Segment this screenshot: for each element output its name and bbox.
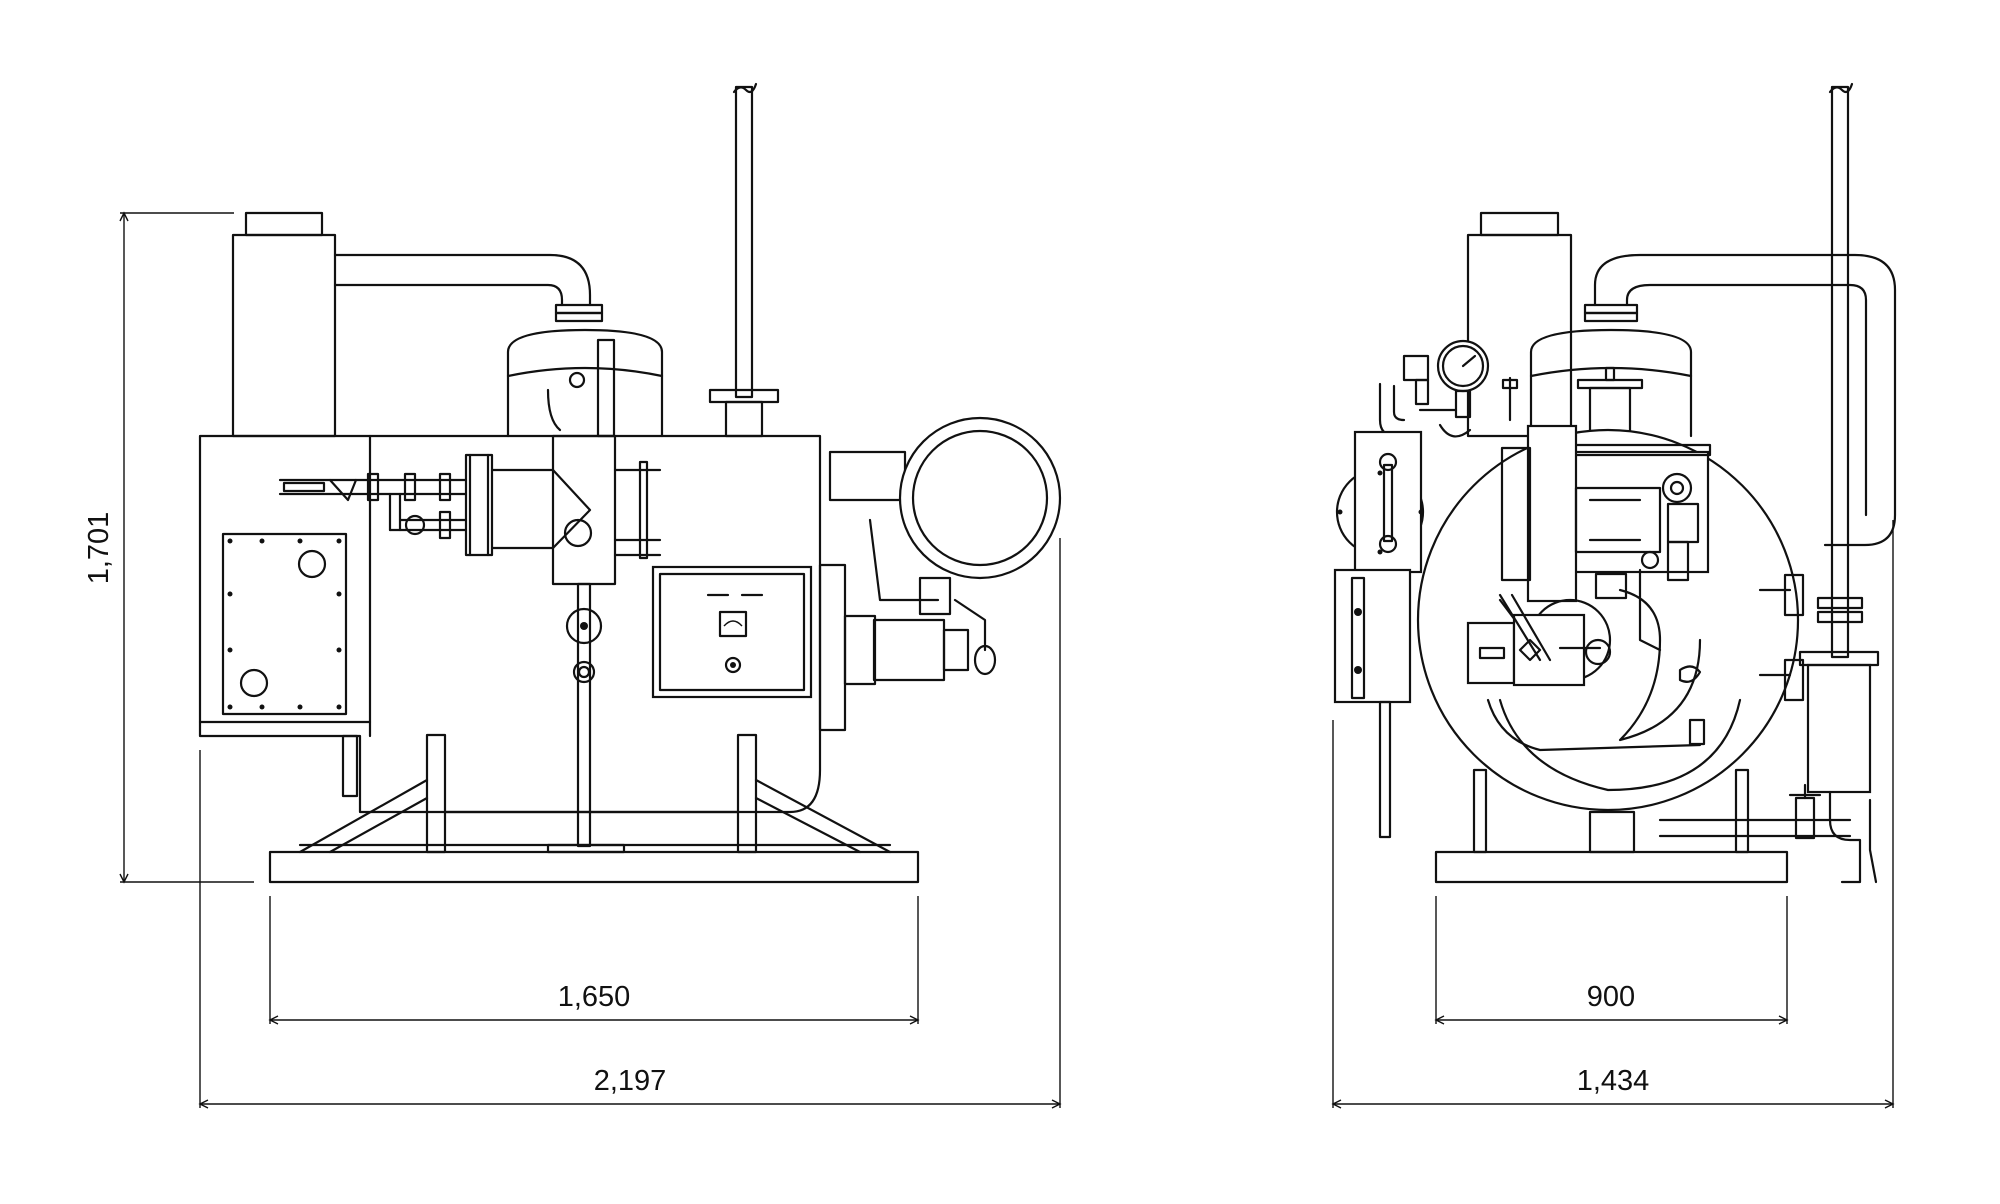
side-water-column <box>464 338 617 586</box>
side-boiler-shell <box>198 434 822 814</box>
side-support-frame <box>298 733 892 854</box>
front-chimney <box>1466 211 1573 438</box>
side-base-length-label: 1,650 <box>558 981 631 1013</box>
front-left-piping <box>1378 382 1422 438</box>
side-feedwater-piping <box>278 472 468 540</box>
side-sight-glass <box>613 460 662 560</box>
front-dimensions <box>1331 520 1895 1109</box>
side-inspection-panel <box>221 532 348 716</box>
side-burner <box>818 416 1062 732</box>
side-dome-vessel <box>506 328 664 438</box>
front-base-skid <box>1434 850 1789 884</box>
front-overall-width-label: 1,434 <box>1577 1065 1650 1097</box>
side-drain-pipe <box>565 582 603 848</box>
dimension-labels: 1,701 1,650 2,197 900 1,434 <box>83 512 1649 1097</box>
front-steam-loop <box>1583 253 1897 547</box>
front-view <box>1331 82 1897 1109</box>
side-base-skid <box>268 850 920 884</box>
side-overall-length-label: 2,197 <box>594 1065 667 1097</box>
side-vent-pipe <box>708 82 780 438</box>
side-view <box>119 82 1062 1109</box>
front-right-tank <box>1788 650 1880 884</box>
side-control-panel <box>651 565 813 699</box>
front-support-frame <box>1472 768 1852 854</box>
front-electrical-box <box>1333 568 1412 839</box>
side-dimensions <box>119 211 1062 1109</box>
front-burner-controls <box>1466 593 1612 687</box>
front-dome-vessel <box>1529 328 1693 438</box>
front-vent-pipe <box>1816 82 1864 659</box>
front-pressure-gauge <box>1402 339 1519 438</box>
side-chimney <box>231 211 604 438</box>
front-sight-glass-panel <box>1335 430 1425 574</box>
front-base-width-label: 900 <box>1587 981 1635 1013</box>
height-dimension-label: 1,701 <box>83 512 115 585</box>
